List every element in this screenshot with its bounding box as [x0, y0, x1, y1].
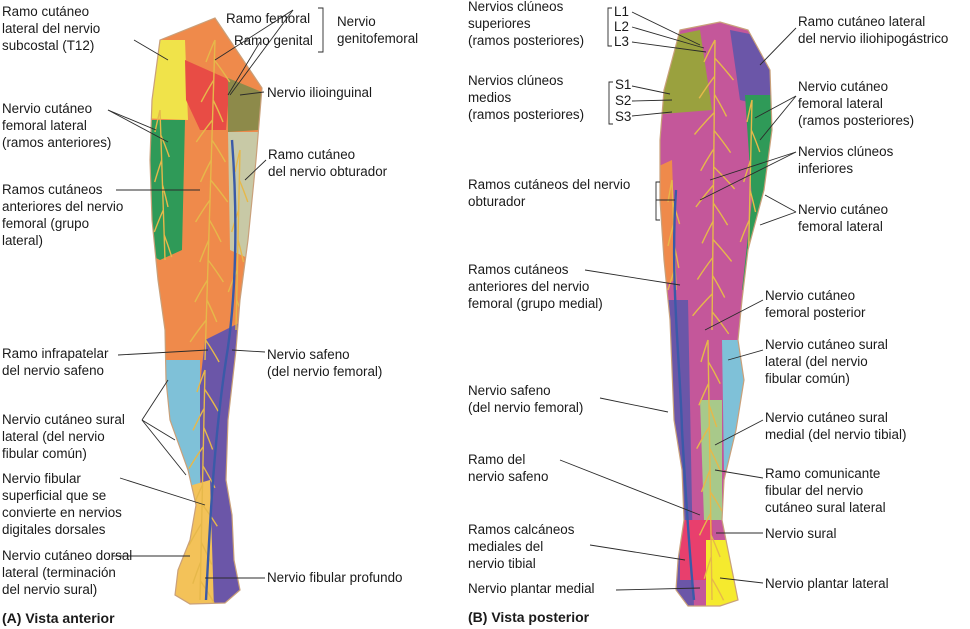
leader-line	[117, 349, 209, 356]
leader-line	[559, 459, 701, 516]
leader-line	[244, 159, 267, 181]
label-calcaneal: Ramos calcáneos mediales del nervio tibi…	[468, 522, 575, 571]
label-lateral-sural-posterior: Nervio cutáneo sural lateral (del nervio…	[765, 337, 888, 386]
leader-line	[107, 109, 157, 131]
leader-line	[631, 111, 673, 117]
leader-line	[608, 81, 613, 125]
label-saphenous-anterior: Nervio safeno (del nervio femoral)	[267, 347, 383, 379]
label-femoral-branch: Ramo femoral	[226, 11, 311, 26]
label-saphenous-branch: Ramo del nervio safeno	[468, 452, 549, 484]
leader-line	[727, 349, 764, 361]
label-ilioinguinal: Nervio ilioinguinal	[267, 85, 372, 100]
leader-line	[759, 95, 797, 141]
label-deep-fibular: Nervio fibular profundo	[267, 570, 403, 585]
leader-line	[584, 269, 681, 286]
posterior-vein	[672, 189, 696, 601]
label-sural: Nervio sural	[765, 526, 837, 541]
posterior-obturator-region	[660, 160, 676, 290]
label-lateral-femoral-cutaneous: Nervio cutáneo femoral lateral (ramos an…	[2, 101, 112, 150]
leader-line	[133, 39, 169, 61]
label-genital-branch: Ramo genital	[234, 33, 313, 48]
leader-line	[631, 85, 671, 95]
posterior-leg-outline	[659, 21, 773, 607]
label-subcostal: Ramo cutáneo lateral del nervio subcosta…	[2, 4, 101, 53]
label-fibular-communicating: Ramo comunicante fibular del nervio cutá…	[765, 466, 886, 515]
leader-line	[714, 469, 764, 479]
medial-sural-region	[700, 400, 722, 520]
leader-line	[631, 11, 701, 46]
posterior-nerve-branches	[667, 39, 761, 601]
label-iliohypogastric: Ramo cutáneo lateral del nervio iliohipo…	[798, 14, 949, 46]
leader-line	[227, 41, 261, 96]
label-dorsal-lateral-cutaneous: Nervio cutáneo dorsal lateral (terminaci…	[2, 548, 133, 597]
leader-line	[631, 41, 707, 53]
lateral-sural-region	[150, 360, 200, 500]
leader-line	[229, 9, 294, 96]
leader-line	[704, 299, 764, 331]
leader-line	[615, 587, 701, 591]
anterior-leg-outline	[149, 17, 263, 605]
leader-line	[655, 181, 660, 221]
label-S1: S1	[615, 77, 632, 92]
label-anterior-cutaneous-femoral-medial: Ramos cutáneos anteriores del nervio fem…	[468, 262, 603, 311]
label-L2: L2	[614, 19, 629, 34]
leader-line	[754, 95, 797, 119]
leader-line	[141, 379, 169, 421]
anterior-nerve-branches	[153, 39, 249, 604]
leader-line	[119, 477, 206, 506]
caption-anterior: (A) Vista anterior	[2, 610, 115, 626]
leader-line	[764, 194, 797, 213]
label-lateral-femoral-cutaneous-posterior: Nervio cutáneo femoral lateral	[798, 202, 889, 234]
leader-lines	[107, 7, 797, 591]
label-obturator-cutaneous-posterior: Ramos cutáneos del nervio obturador	[468, 177, 631, 209]
leader-line	[714, 419, 764, 446]
label-S2: S2	[615, 93, 632, 108]
posterior-lateral-sural-region	[722, 340, 748, 470]
label-lateral-femoral-posterior-branches: Nervio cutáneo femoral lateral (ramos po…	[798, 79, 915, 128]
label-genitofemoral: Nervio genitofemoral	[337, 14, 419, 46]
label-lateral-plantar: Nervio plantar lateral	[765, 576, 889, 591]
caption-posterior: (B) Vista posterior	[468, 609, 590, 625]
leader-line	[719, 577, 764, 584]
leader-line	[589, 544, 686, 561]
label-posterior-femoral-cutaneous: Nervio cutáneo femoral posterior	[765, 288, 866, 320]
leader-line	[239, 91, 265, 96]
label-superior-cluneal: Nervios clúneos superiores (ramos poster…	[468, 0, 585, 48]
label-medial-plantar: Nervio plantar medial	[468, 581, 595, 596]
leader-line	[709, 151, 797, 181]
leader-line	[631, 26, 705, 49]
label-inferior-cluneal: Nervios clúneos inferiores	[798, 144, 894, 176]
label-L1: L1	[614, 4, 629, 19]
leader-line	[631, 99, 673, 102]
leader-line	[599, 397, 669, 413]
label-L3: L3	[614, 34, 629, 49]
label-obturator-cutaneous: Ramo cutáneo del nervio obturador	[268, 147, 388, 179]
subcostal-region	[150, 40, 188, 120]
label-middle-cluneal: Nervios clúneos medios (ramos posteriore…	[468, 73, 585, 122]
ilioinguinal-region	[228, 78, 262, 132]
anterior-leg	[150, 18, 262, 604]
label-infrapatellar: Ramo infrapatelar del nervio safeno	[2, 346, 109, 378]
leader-line	[141, 419, 187, 476]
leader-line	[107, 109, 169, 143]
anterior-vein	[204, 139, 237, 601]
leader-line	[607, 7, 612, 47]
leader-line	[231, 349, 266, 353]
label-anterior-cutaneous-femoral: Ramos cutáneos anteriores del nervio fem…	[2, 182, 124, 248]
label-superficial-fibular: Nervio fibular superficial que se convie…	[2, 471, 122, 537]
leader-line	[318, 7, 324, 53]
leader-line	[759, 211, 797, 226]
leader-line	[759, 27, 797, 66]
label-S3: S3	[615, 109, 632, 124]
label-saphenous-posterior: Nervio safeno (del nervio femoral)	[468, 383, 584, 415]
label-medial-sural: Nervio cutáneo sural medial (del nervio …	[765, 410, 907, 442]
leader-line	[699, 151, 797, 201]
leader-line	[141, 419, 176, 441]
leader-line	[214, 9, 294, 61]
label-lateral-sural-anterior: Nervio cutáneo sural lateral (del nervio…	[2, 412, 125, 461]
